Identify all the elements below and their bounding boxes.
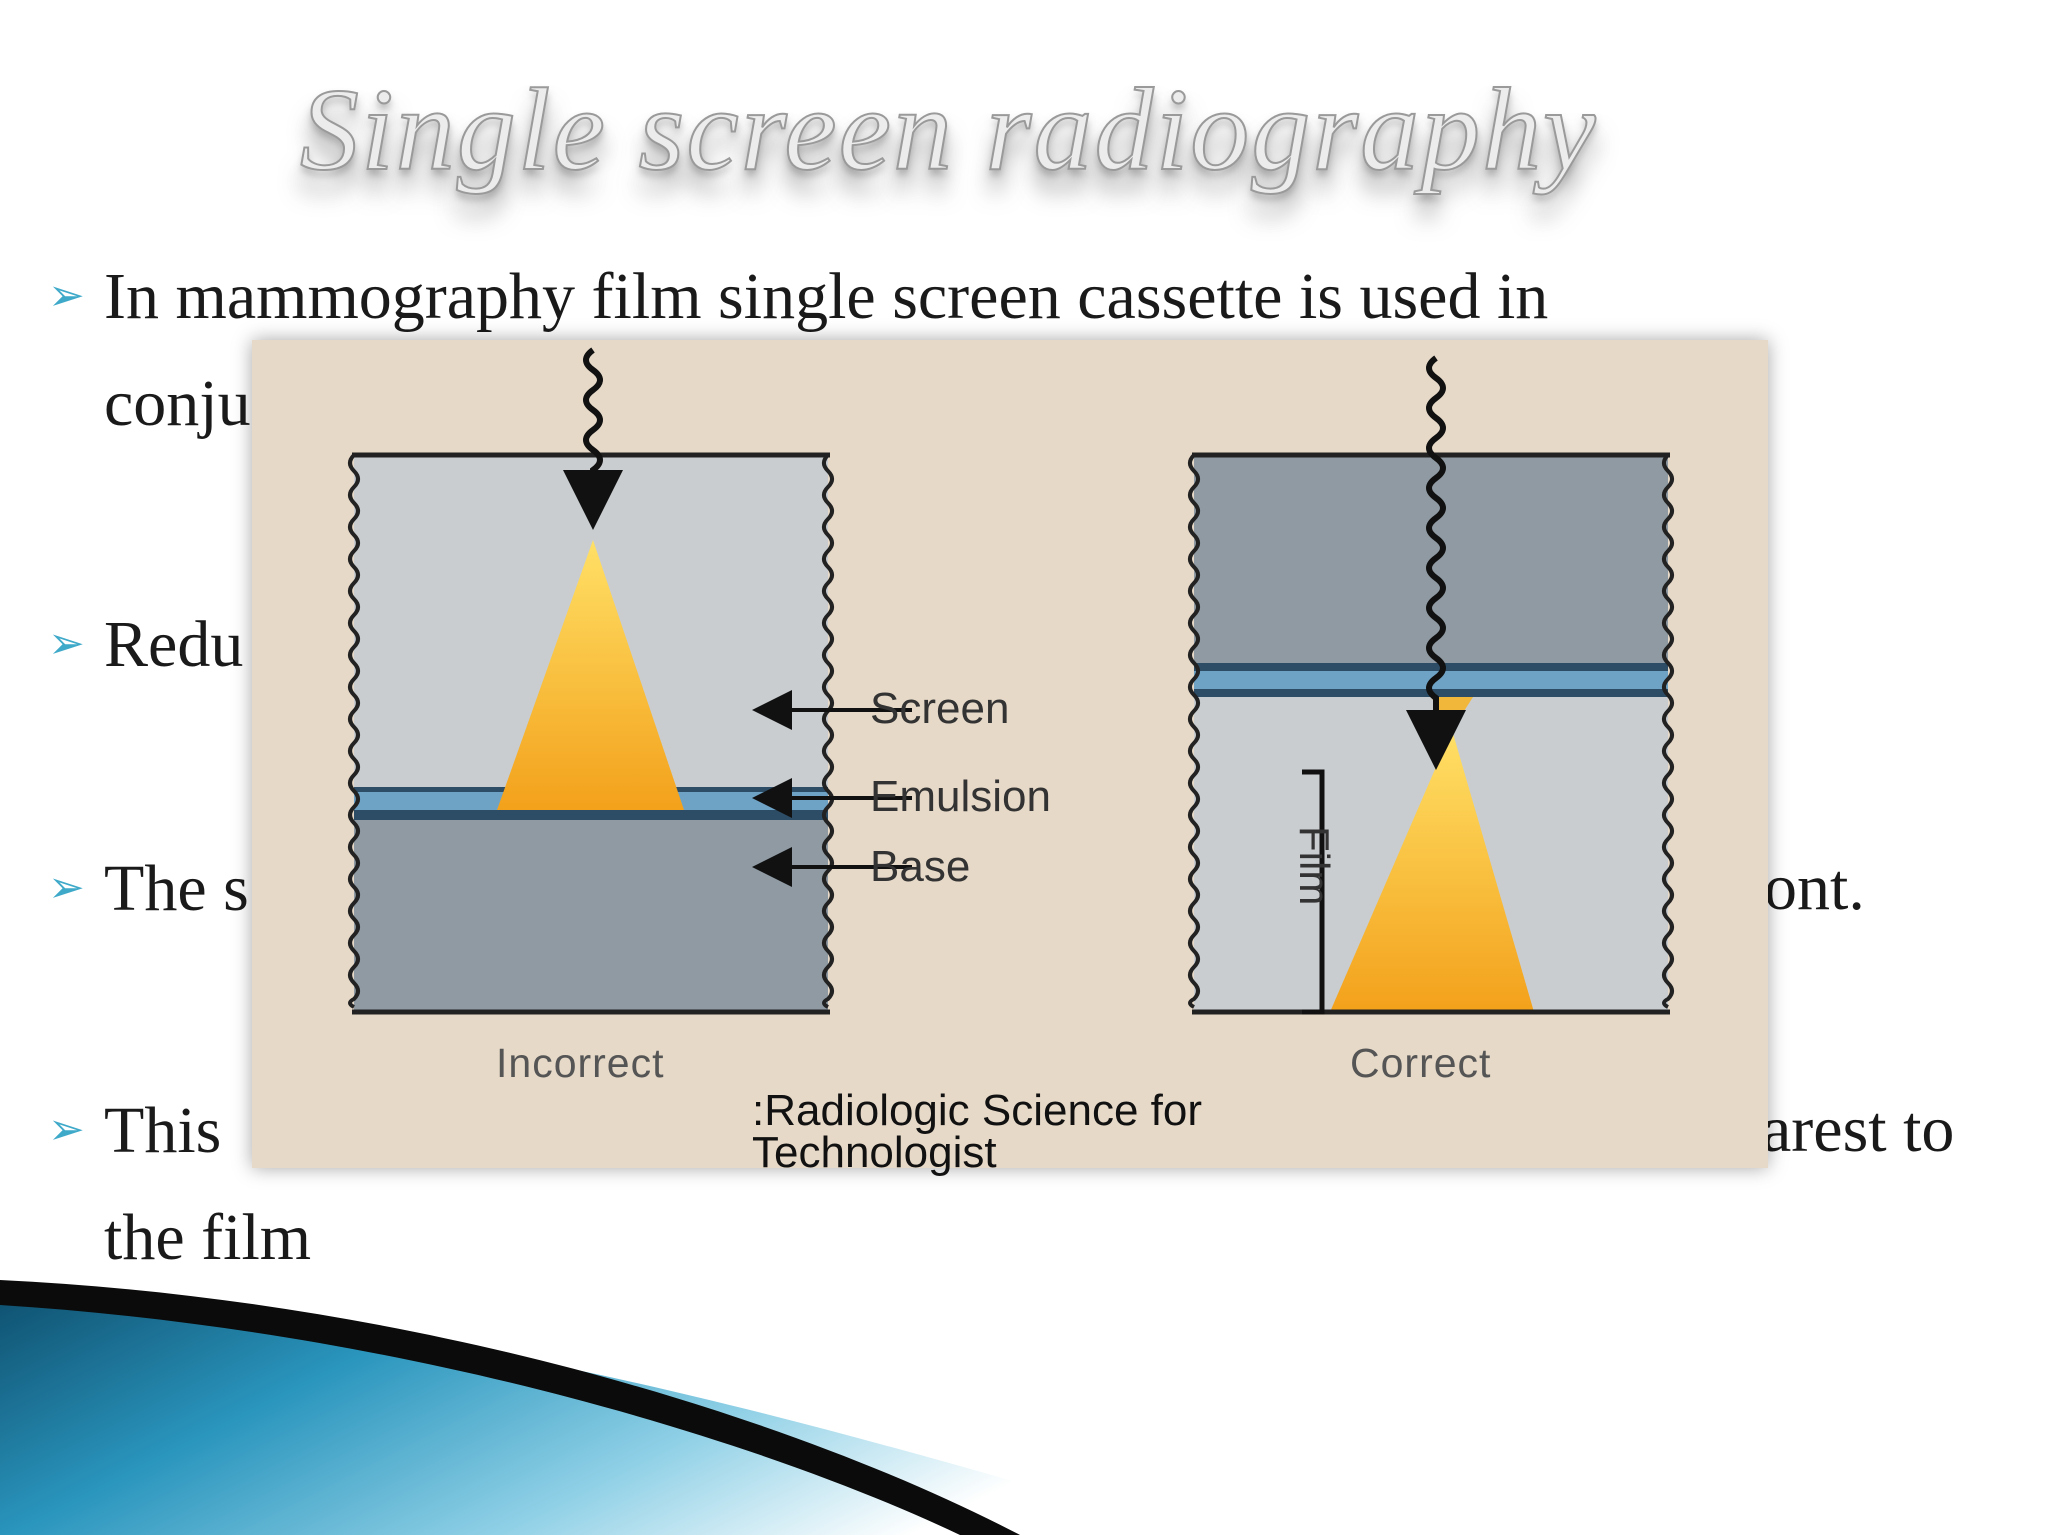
figure-citation: :Radiologic Science for Technologist: [752, 1086, 1203, 1177]
bullet-2: ➢ Redu: [48, 592, 243, 697]
bullet-4-right-fragment: arest to: [1762, 1093, 1955, 1166]
slide-title: Single screen radiography: [299, 63, 1598, 196]
xray-wavy-arrow: [563, 347, 623, 530]
xray-wavy-arrow: [1406, 355, 1466, 770]
incorrect-assembly: [348, 347, 834, 1015]
triangle-arrow-icon: ➢: [48, 1104, 85, 1155]
bullet-3-text: The s: [104, 852, 249, 925]
caption-incorrect: Incorrect: [496, 1040, 665, 1086]
label-pointers: [752, 690, 912, 887]
label-base: Base: [870, 842, 971, 891]
bullet-1-text: In mammography film single screen casset…: [104, 260, 1549, 333]
decorative-swoosh: [0, 1280, 1200, 1535]
bullet-1-continuation: conju: [104, 367, 251, 440]
correct-assembly: [1188, 355, 1674, 1015]
label-screen: Screen: [870, 684, 1010, 733]
label-emulsion: Emulsion: [870, 772, 1051, 821]
triangle-arrow-icon: ➢: [48, 618, 85, 669]
bullet-4-continuation: the film: [104, 1201, 312, 1274]
bullet-3-right-fragment: ont.: [1764, 851, 1865, 924]
light-cone-focused: [1330, 730, 1534, 1012]
label-film: Film: [1291, 826, 1338, 906]
bullet-4: ➢ This: [48, 1078, 221, 1183]
triangle-arrow-icon: ➢: [48, 270, 85, 321]
light-cone-spread: [497, 540, 684, 810]
caption-correct: Correct: [1350, 1040, 1492, 1086]
triangle-arrow-icon: ➢: [48, 862, 85, 913]
bullet-2-text: Redu: [104, 608, 244, 681]
screen-film-diagram: [348, 347, 1674, 1015]
bullet-3: ➢ The s: [48, 836, 249, 941]
film-bracket: [1302, 769, 1325, 1015]
bullet-4-text: This: [104, 1094, 222, 1167]
bullet-1: ➢ In mammography film single screen casse…: [48, 244, 1548, 349]
diagram-panel: Screen Emulsion Base Film Incorrect Corr…: [252, 340, 1768, 1168]
